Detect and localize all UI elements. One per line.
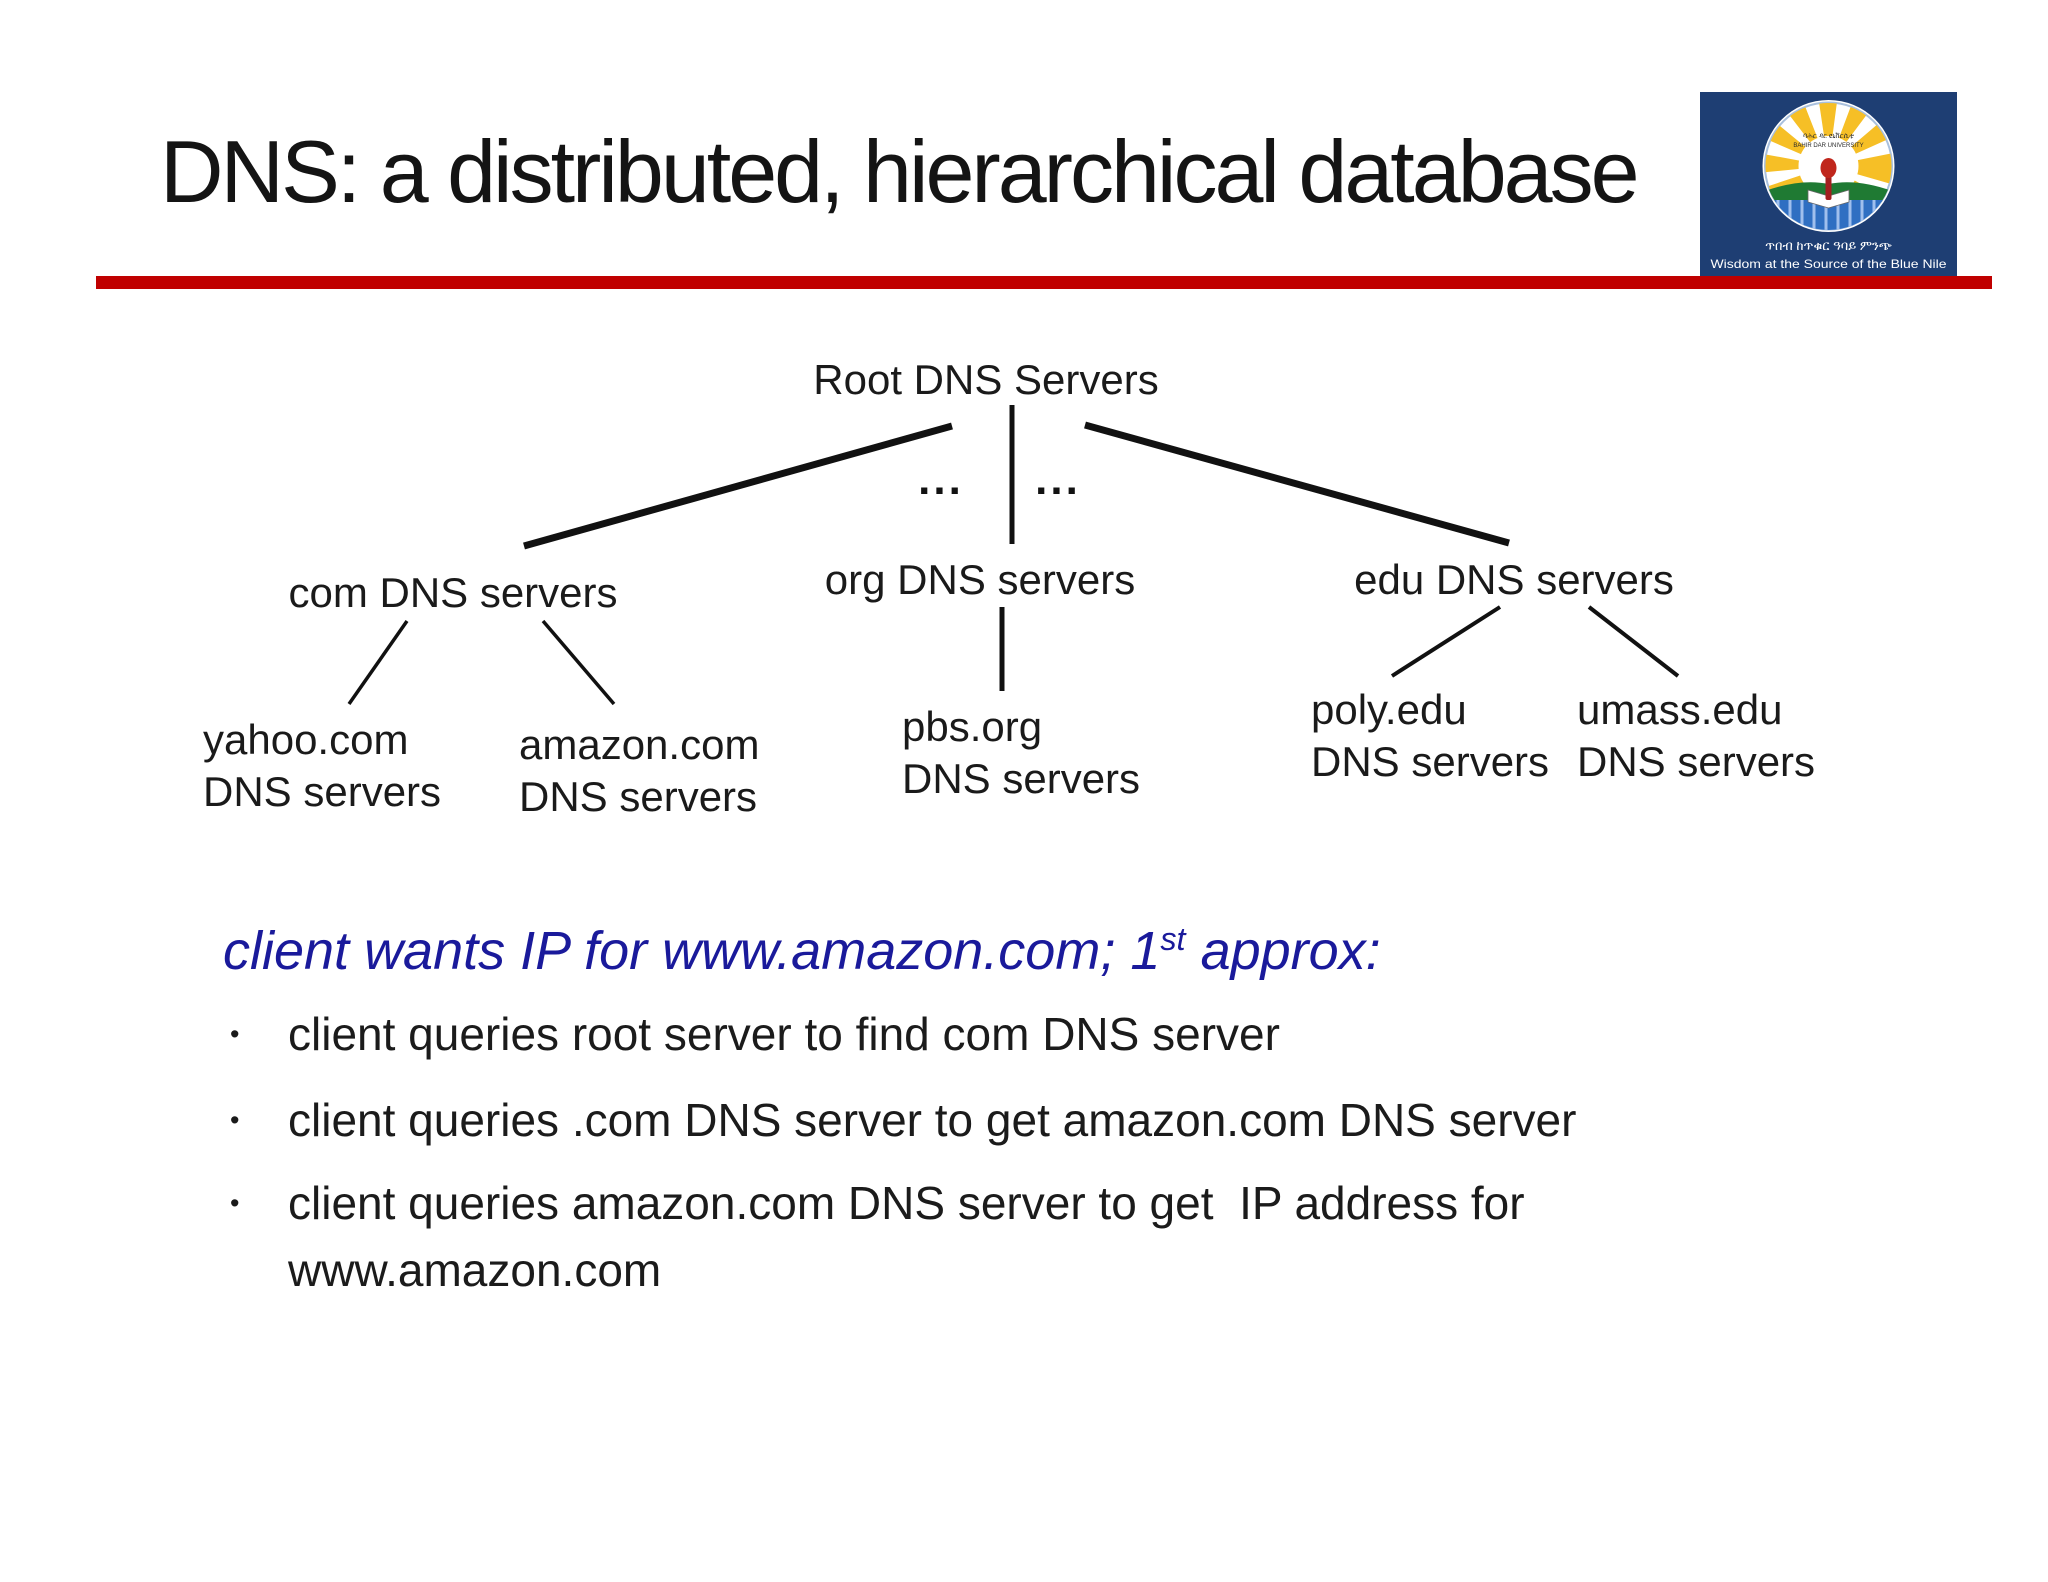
line-root-edu: [1084, 421, 1510, 547]
leaf-caption: DNS servers: [1311, 738, 1550, 785]
bullet-item-3: • client queries amazon.com DNS server t…: [230, 1170, 1525, 1304]
bullet-marker: •: [230, 1019, 240, 1049]
university-logo: ባሕር ዳር ዩኒቨርሲቲ BAHIR DAR UNIVERSITY ጥበብ ከ…: [1700, 92, 1957, 276]
line-com-amazon: [541, 619, 616, 706]
seal-text-english: BAHIR DAR UNIVERSITY: [1793, 143, 1863, 149]
leaf-caption: DNS servers: [519, 773, 758, 820]
leaf-domain: poly.edu: [1311, 686, 1467, 733]
line-edu-umass: [1587, 605, 1680, 678]
line-edu-poly: [1390, 605, 1502, 678]
tree-leaf-pbs: pbs.org DNS servers: [902, 701, 1140, 805]
leaf-caption: DNS servers: [203, 768, 442, 815]
logo-motto-amharic: ጥበብ ከጥቁር ዓባይ ምንጭ: [1765, 238, 1892, 253]
leaf-caption: DNS servers: [902, 755, 1141, 802]
seal-text-amharic: ባሕር ዳር ዩኒቨርሲቲ: [1803, 133, 1854, 140]
tree-leaf-umass: umass.edu DNS servers: [1577, 684, 1815, 788]
caption-post: approx:: [1185, 921, 1381, 981]
leaf-domain: pbs.org: [902, 703, 1043, 750]
leaf-domain: umass.edu: [1577, 686, 1783, 733]
bullet-item-2: • client queries .com DNS server to get …: [230, 1087, 1576, 1154]
university-logo-graphic: ባሕር ዳር ዩኒቨርሲቲ BAHIR DAR UNIVERSITY ጥበብ ከ…: [1700, 92, 1957, 276]
torch-flame-icon: [1820, 158, 1837, 178]
tree-leaf-yahoo: yahoo.com DNS servers: [203, 714, 441, 818]
bullet-marker: •: [230, 1105, 240, 1135]
line-com-yahoo: [347, 619, 409, 706]
tree-leaf-poly: poly.edu DNS servers: [1311, 684, 1549, 788]
leaf-domain: amazon.com: [519, 721, 760, 768]
bullet-marker: •: [230, 1188, 240, 1218]
leaf-caption: DNS servers: [1577, 738, 1816, 785]
ellipsis-right: ...: [1035, 455, 1081, 504]
tree-node-org: org DNS servers: [824, 556, 1136, 603]
caption: client wants IP for www.amazon.com; 1st …: [223, 920, 1381, 982]
bullet-text: client queries amazon.com DNS server to …: [288, 1177, 1525, 1296]
title-divider: [96, 276, 1992, 289]
logo-motto-english: Wisdom at the Source of the Blue Nile: [1711, 257, 1947, 271]
bullet-item-1: • client queries root server to find com…: [230, 1001, 1280, 1068]
tree-node-root: Root DNS Servers: [813, 356, 1159, 403]
slide-title: DNS: a distributed, hierarchical databas…: [160, 122, 1640, 221]
bullet-text: client queries .com DNS server to get am…: [288, 1094, 1577, 1146]
ellipsis-left: ...: [918, 455, 964, 504]
bullet-text: client queries root server to find com D…: [288, 1008, 1280, 1060]
caption-pre: client wants IP for www.amazon.com; 1: [223, 921, 1161, 981]
leaf-domain: yahoo.com: [203, 716, 409, 763]
tree-node-edu: edu DNS servers: [1354, 556, 1674, 603]
line-root-com: [523, 422, 953, 550]
tree-leaf-amazon: amazon.com DNS servers: [519, 719, 759, 823]
caption-superscript: st: [1160, 921, 1186, 957]
tree-node-com: com DNS servers: [288, 569, 618, 616]
torch-icon: [1825, 174, 1832, 200]
